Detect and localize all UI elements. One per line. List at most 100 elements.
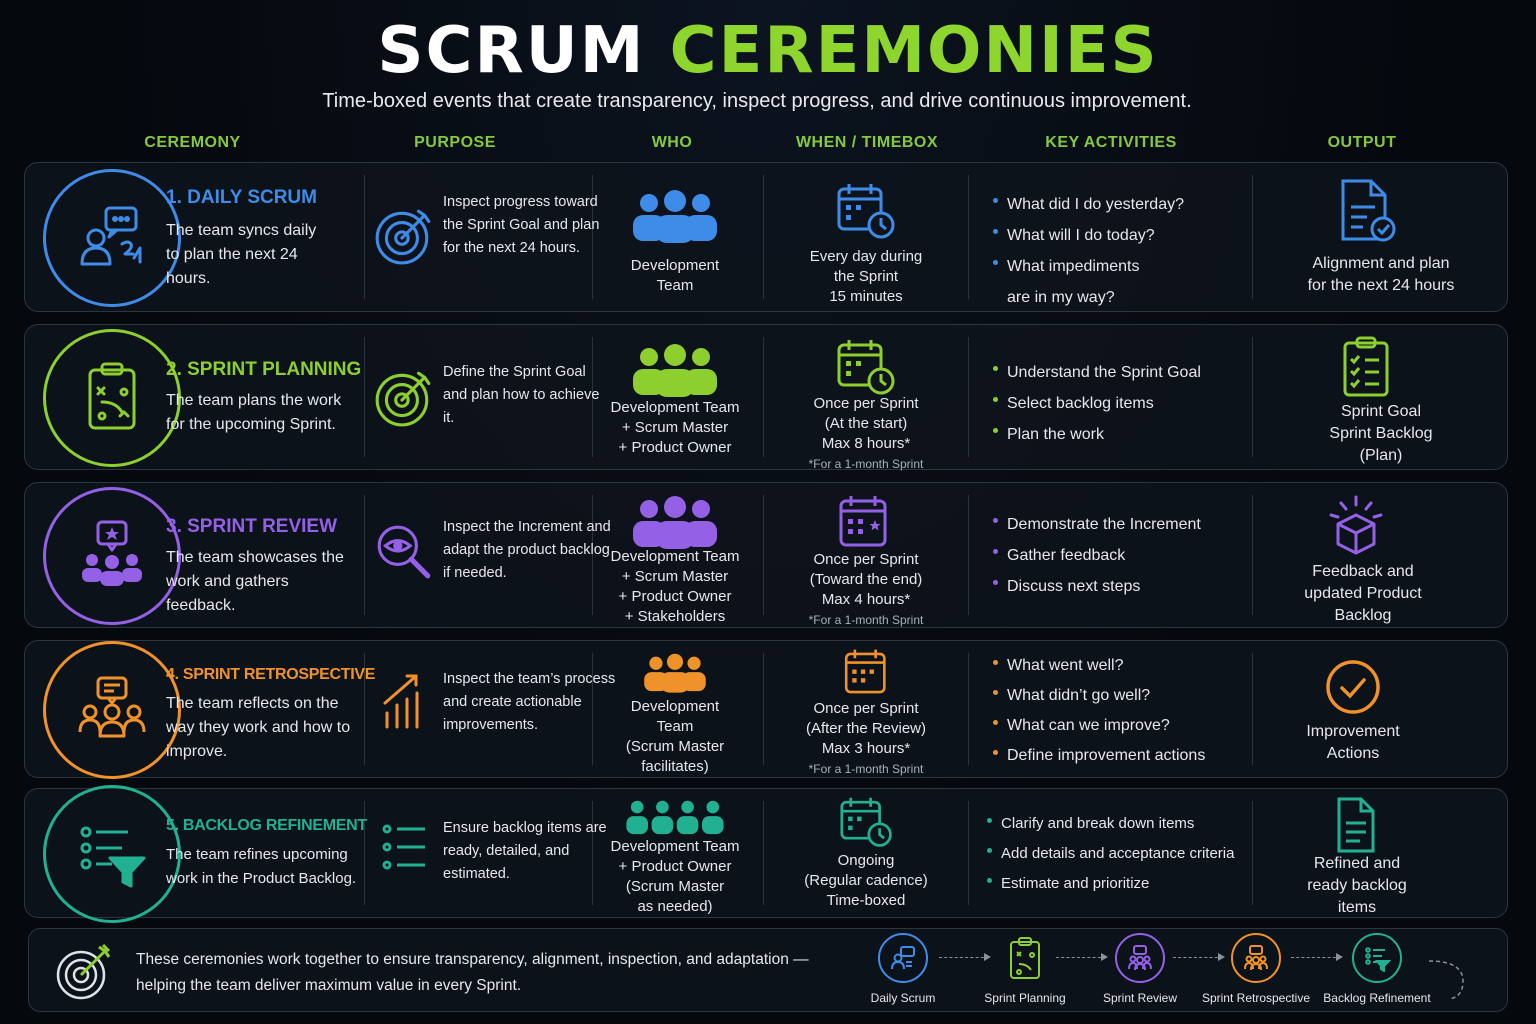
team-icon (633, 190, 717, 243)
when-note: *For a 1-month Sprint (808, 762, 924, 776)
who-line: (Scrum Master (625, 738, 725, 755)
activity-item: are in my way? (1007, 289, 1115, 306)
purpose-text: Inspect the team’s process and create ac… (443, 671, 616, 733)
ceremony-description: The team reflects on the way they work a… (166, 695, 351, 760)
when-text: Once per Sprint(At the start)Max 8 hours… (775, 394, 957, 474)
ceremony-title: 1. DAILY SCRUM (166, 187, 317, 208)
activity-item: Add details and acceptance criteria (987, 839, 1234, 869)
key-activities-list: Clarify and break down items Add details… (987, 809, 1234, 899)
who-line: + Product Owner (618, 439, 732, 456)
ceremony-row-sprint-review: 3. SPRINT REVIEW The team showcases the … (24, 482, 1508, 628)
flow-step-sprint-review: Sprint Review (1080, 933, 1200, 1005)
ceremony-title: 5. BACKLOG REFINEMENT (166, 817, 367, 834)
who-line: Team (656, 277, 694, 294)
list-funnel-icon (1352, 933, 1402, 983)
calendar-clock-icon (837, 184, 895, 239)
activity-item: What impediments (993, 251, 1184, 282)
activity-item: Clarify and break down items (987, 809, 1234, 839)
calendar-clock-icon (840, 797, 892, 847)
who-text: Development Team + Scrum Master + Product … (595, 547, 755, 627)
activity-item: Select backlog items (993, 388, 1201, 419)
ceremony-title: 3. SPRINT REVIEW (166, 516, 338, 537)
who-line: + Product Owner (618, 588, 732, 605)
page-subtitle: Time-boxed events that create transparen… (322, 90, 1192, 112)
when-line: Ongoing (837, 852, 895, 869)
flow-arrow (1056, 953, 1108, 961)
ceremony-row-daily-scrum: 1. DAILY SCRUM The team syncs daily to p… (24, 162, 1508, 312)
flow-label: Backlog Refinement (1323, 991, 1431, 1005)
calendar-star-icon (839, 496, 887, 547)
when-line: (Regular cadence) (804, 872, 928, 889)
team-icon (626, 800, 724, 835)
activity-item: Gather feedback (993, 540, 1201, 571)
output-line: items (1337, 899, 1377, 916)
when-line: (After the Review) (805, 720, 927, 737)
output-line: Sprint Backlog (1329, 425, 1433, 442)
loop-back-arrow (1428, 960, 1464, 1000)
flow-label: Sprint Review (1102, 991, 1178, 1005)
when-note: *For a 1-month Sprint (808, 613, 924, 627)
page-title: SCRUM CEREMONIES (0, 14, 1536, 88)
who-line: (Scrum Master (625, 878, 725, 895)
key-activities-list: Understand the Sprint Goal Select backlo… (993, 357, 1201, 450)
flow-step-daily-scrum: Daily Scrum (843, 933, 963, 1005)
ceremony-description: The team plans the work for the upcoming… (166, 392, 342, 433)
growth-chart-icon (383, 674, 419, 729)
flow-arrow (1173, 953, 1225, 961)
who-text: Development Team+ Product Owner(Scrum Ma… (595, 837, 755, 917)
target-icon (375, 371, 431, 427)
who-text: Development Team + Scrum Master + Product … (595, 398, 755, 458)
when-note: *For a 1-month Sprint (808, 457, 924, 471)
output-line: Improvement (1306, 723, 1400, 740)
team-icon (633, 344, 717, 397)
when-line: (Toward the end) (809, 571, 923, 588)
column-header-when: WHEN / TIMEBOX (795, 134, 939, 151)
who-line: Development Team (610, 399, 740, 416)
when-line: Every day during (809, 248, 923, 265)
output-line: Refined and (1313, 855, 1401, 872)
activity-item: What went well? (993, 651, 1205, 681)
output-line: Alignment and plan (1312, 255, 1450, 272)
magnifier-eye-icon (377, 525, 431, 579)
team-discussion-icon (1231, 933, 1281, 983)
ceremony-row-sprint-retrospective: 4. SPRINT RETROSPECTIVE The team reflect… (24, 640, 1508, 779)
clipboard-strategy-icon (1000, 933, 1050, 983)
audience-star-icon (43, 487, 181, 625)
flow-arrow (939, 953, 991, 961)
audience-icon (1115, 933, 1165, 983)
purpose-text: Inspect the Increment and adapt the prod… (443, 519, 611, 581)
who-line: Development Team (610, 548, 740, 565)
target-arrow-icon (56, 943, 111, 1000)
activity-item: What can we improve? (993, 711, 1205, 741)
output-line: Sprint Goal (1340, 403, 1422, 420)
purpose-text: Define the Sprint Goal and plan how to a… (443, 364, 600, 426)
when-line: Max 4 hours* (821, 591, 911, 608)
team-icon (633, 496, 717, 549)
who-line: + Scrum Master (621, 568, 729, 585)
ceremony-description: The team refines upcoming work in the Pr… (166, 846, 357, 887)
when-text: Ongoing(Regular cadence)Time-boxed (775, 851, 957, 911)
flow-label: Sprint Retrospective (1201, 991, 1311, 1005)
when-line: Once per Sprint (813, 395, 919, 412)
who-line: + Scrum Master (621, 419, 729, 436)
output-line: (Plan) (1359, 447, 1403, 464)
who-line: facilitates) (641, 758, 709, 775)
when-line: the Sprint (833, 268, 899, 285)
target-icon (375, 209, 431, 265)
when-text: Once per Sprint(After the Review)Max 3 h… (775, 699, 957, 779)
when-line: Max 8 hours* (821, 435, 911, 452)
activity-item: What will I do today? (993, 220, 1184, 251)
activity-item: Plan the work (993, 419, 1201, 450)
who-line: Development (630, 257, 720, 274)
when-line: Max 3 hours* (821, 740, 911, 757)
summary-footer: These ceremonies work together to ensure… (28, 928, 1508, 1012)
document-check-icon (1341, 179, 1396, 242)
activity-item: Define improvement actions (993, 741, 1205, 771)
who-line: + Product Owner (618, 858, 732, 875)
checklist-icon (1343, 336, 1389, 397)
key-activities-list: Demonstrate the Increment Gather feedbac… (993, 509, 1201, 602)
